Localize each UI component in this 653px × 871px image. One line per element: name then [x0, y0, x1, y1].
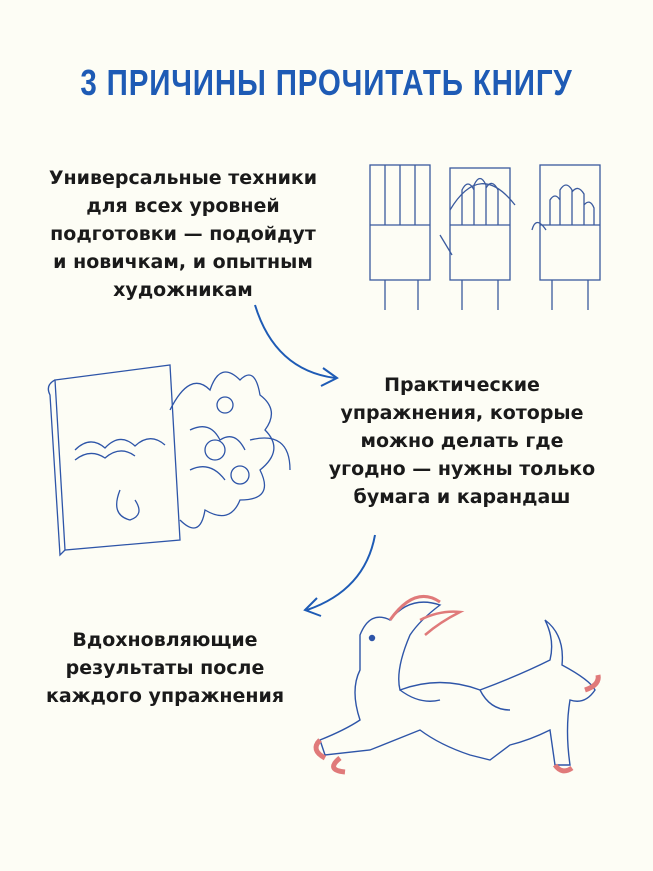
arrow-2-icon	[303, 534, 376, 617]
reason-3-text: Вдохновляющие результаты после каждого у…	[40, 626, 290, 710]
text-line: Практические	[384, 374, 540, 396]
text-line: Вдохновляющие	[72, 629, 258, 651]
reason-1-text: Универсальные техники для всех уровней п…	[30, 164, 336, 304]
reason-2-text: Практические упражнения, которые можно д…	[312, 371, 612, 511]
text-line: можно делать где	[360, 430, 564, 452]
text-line: художникам	[113, 279, 253, 301]
hare-sketch-illustration	[313, 594, 601, 775]
text-line: для всех уровней	[86, 195, 280, 217]
arrow-1-icon	[254, 304, 339, 387]
text-line: каждого упражнения	[45, 685, 285, 707]
text-line: и новичкам, и опытным	[53, 251, 313, 273]
text-line: результаты после	[65, 657, 265, 679]
text-line: Универсальные техники	[48, 167, 318, 189]
text-line: подготовки — подойдут	[50, 223, 316, 245]
text-line: бумага и карандаш	[353, 486, 571, 508]
hands-sketch-illustration	[369, 164, 601, 310]
text-line: угодно — нужны только	[328, 458, 596, 480]
book-sketch-illustration	[47, 364, 291, 557]
text-line: упражнения, которые	[340, 402, 584, 424]
page-title: 3 ПРИЧИНЫ ПРОЧИТАТЬ КНИГУ	[80, 62, 573, 103]
